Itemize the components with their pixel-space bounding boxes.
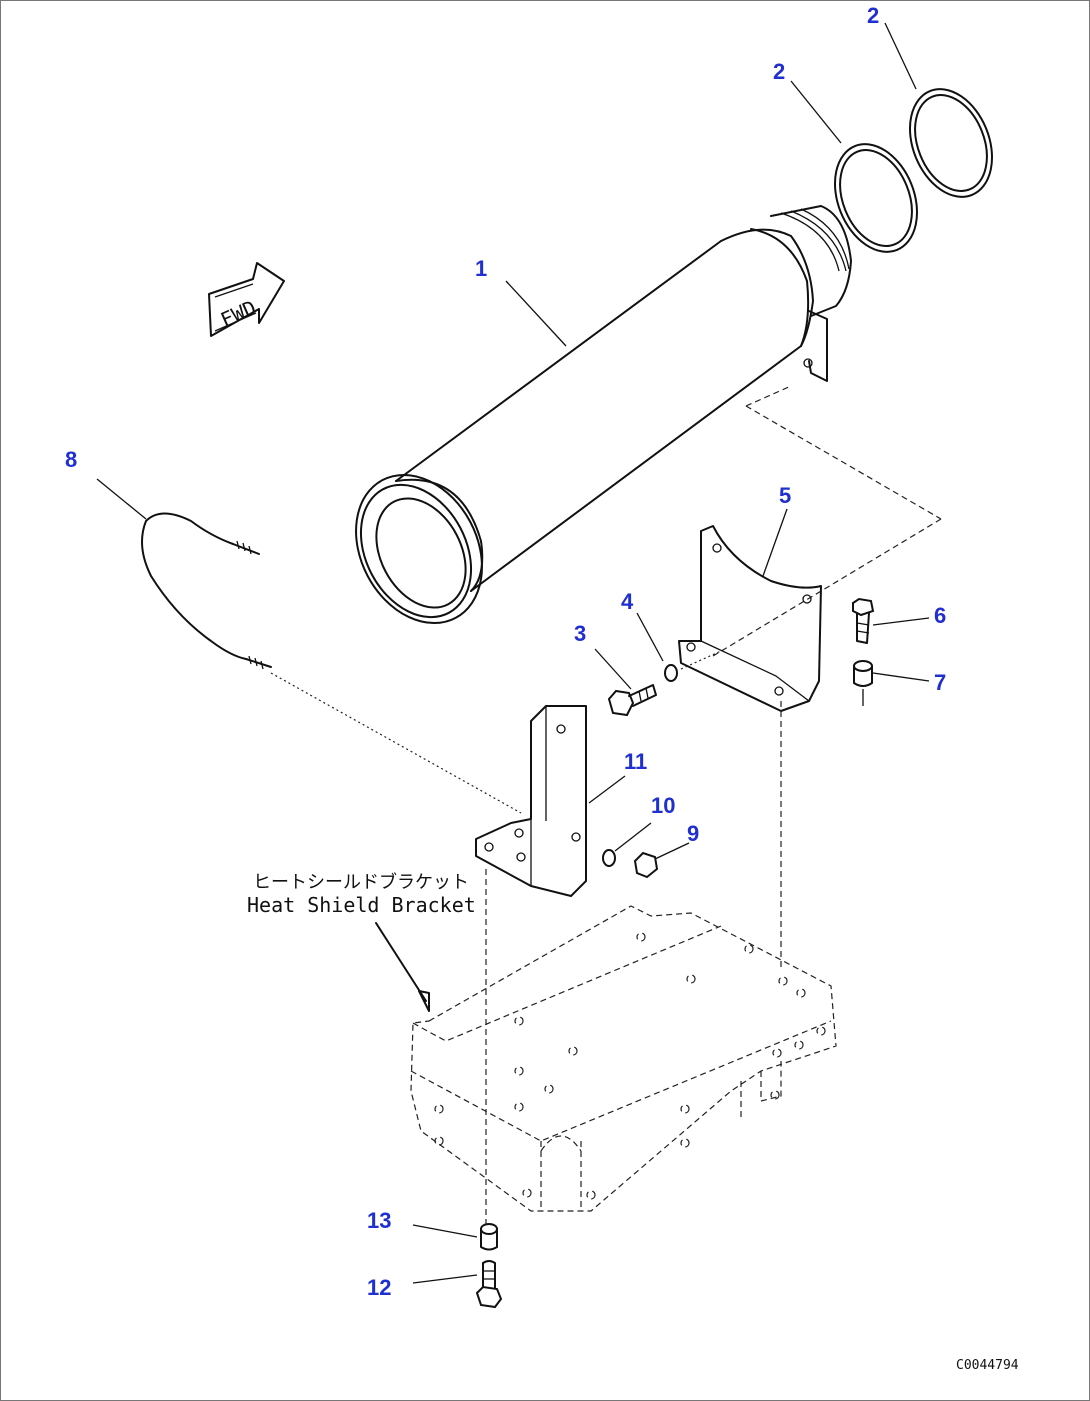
bolt-6 (852, 597, 875, 644)
bracket-11 (475, 705, 587, 897)
bolt-3 (607, 684, 657, 717)
callout-6-bolt: 6 (934, 603, 946, 628)
callout-3-bolt: 3 (574, 621, 586, 646)
callout-13-collar: 13 (367, 1208, 391, 1233)
heat-shield-leader (375, 922, 427, 1002)
leader-lines (96, 22, 930, 1284)
bolt-12 (475, 1260, 503, 1309)
heat-shield-note-english: Heat Shield Bracket (247, 893, 476, 917)
callout-1-muffler: 1 (475, 256, 487, 281)
collar-13 (480, 1223, 498, 1251)
callout-2-large-ring: 2 (867, 3, 879, 28)
callout-5-bracket: 5 (779, 483, 791, 508)
callout-12-bolt: 12 (367, 1275, 391, 1300)
callout-11-bracket: 11 (624, 749, 647, 774)
washer-4 (664, 664, 678, 682)
o-ring-small (833, 143, 919, 253)
drawing-code: C0044794 (956, 1358, 1019, 1373)
heat-shield-frame (410, 905, 837, 1212)
muffler-body (355, 205, 852, 625)
collar-7 (853, 660, 873, 687)
heat-shield-note-japanese: ヒートシールドブラケット (253, 871, 469, 893)
callout-2-small-ring: 2 (773, 59, 785, 84)
callout-10-washer: 10 (651, 793, 675, 818)
bracket-5 (678, 525, 822, 712)
cable (141, 512, 272, 670)
nut-9 (633, 851, 659, 879)
washer-10 (602, 849, 616, 867)
callout-8-cable: 8 (65, 447, 77, 472)
fwd-arrow: FWD (208, 262, 285, 337)
callout-9-nut: 9 (687, 821, 699, 846)
o-ring-large (908, 88, 994, 198)
fwd-label: FWD (217, 295, 260, 332)
callout-4-washer: 4 (621, 589, 634, 614)
callout-7-collar: 7 (934, 670, 946, 695)
